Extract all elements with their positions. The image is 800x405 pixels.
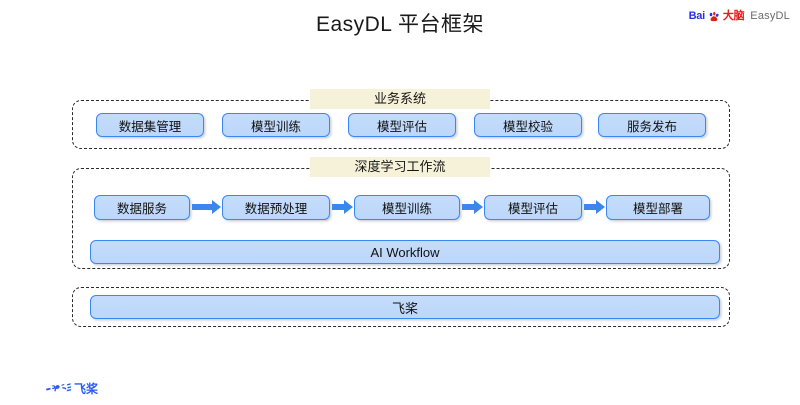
business-item-model-verification[interactable]: 模型校验 — [474, 113, 582, 137]
business-item-service-release[interactable]: 服务发布 — [598, 113, 706, 137]
workflow-step-model-training[interactable]: 模型训练 — [354, 195, 460, 220]
brand-product-text: EasyDL — [750, 9, 790, 22]
paddlepaddle-bar[interactable]: 飞桨 — [90, 295, 720, 319]
workflow-arrow-3-icon — [462, 200, 483, 214]
workflow-arrow-2-icon — [332, 200, 353, 214]
workflow-arrow-4-icon — [584, 200, 605, 214]
workflow-step-model-evaluation[interactable]: 模型评估 — [484, 195, 582, 220]
business-item-dataset-management[interactable]: 数据集管理 — [96, 113, 204, 137]
business-item-model-training[interactable]: 模型训练 — [222, 113, 330, 137]
baidu-brain-easydl-logo: Bai 大脑 EasyDL — [689, 8, 790, 24]
workflow-arrow-1-icon — [192, 200, 221, 214]
business-item-model-evaluation[interactable]: 模型评估 — [348, 113, 456, 137]
group-label-business-system: 业务系统 — [310, 89, 490, 109]
paddlepaddle-logo-icon — [46, 382, 72, 396]
workflow-step-model-deployment[interactable]: 模型部署 — [606, 195, 710, 220]
baidu-paw-icon — [708, 10, 720, 22]
workflow-step-data-preprocessing[interactable]: 数据预处理 — [222, 195, 330, 220]
group-label-deep-learning-workflow: 深度学习工作流 — [310, 157, 490, 177]
brand-bai-text: Bai — [688, 9, 706, 22]
paddlepaddle-footer-text: 飞桨 — [74, 382, 99, 396]
ai-workflow-bar[interactable]: AI Workflow — [90, 240, 720, 264]
brand-daonao-text: 大脑 — [722, 9, 745, 22]
paddlepaddle-footer-logo: 飞桨 — [46, 381, 98, 397]
page-title: EasyDL 平台框架 — [315, 13, 485, 36]
group-framework — [72, 287, 730, 327]
workflow-step-data-service[interactable]: 数据服务 — [94, 195, 190, 220]
